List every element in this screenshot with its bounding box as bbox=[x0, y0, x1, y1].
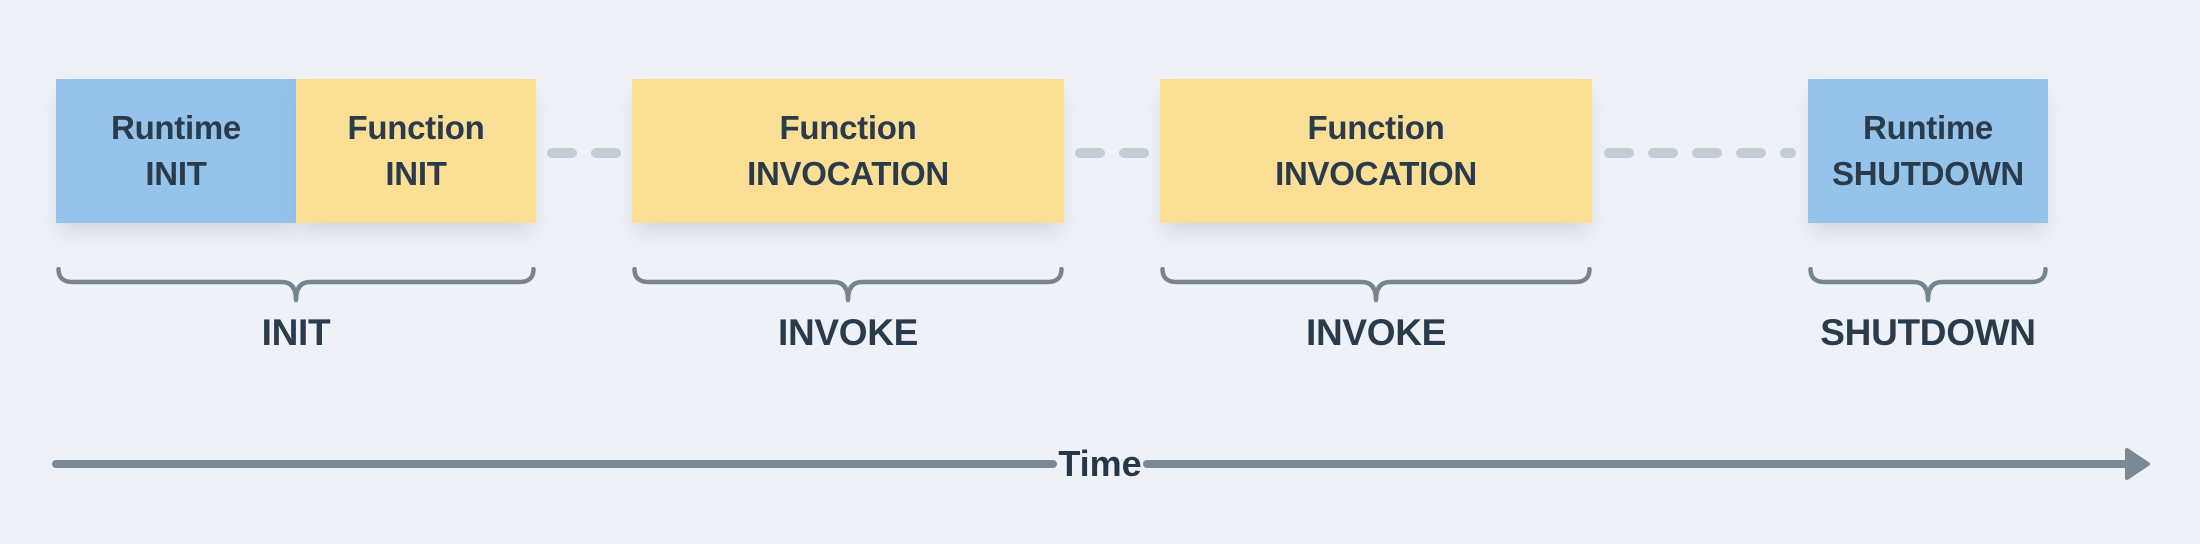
dash-segment bbox=[1075, 148, 1105, 158]
dashed-connector bbox=[536, 148, 632, 158]
function-init-block: Function INIT bbox=[296, 79, 536, 223]
dash-segment bbox=[1780, 148, 1796, 158]
dashed-connector bbox=[1064, 148, 1160, 158]
time-axis-arrow-icon bbox=[52, 448, 2150, 480]
phase-blocks: Function INVOCATION bbox=[1160, 79, 1592, 223]
dash-segment bbox=[1692, 148, 1722, 158]
dash-segment bbox=[591, 148, 621, 158]
function-invocation-block: Function INVOCATION bbox=[1160, 79, 1592, 223]
phase-label-invoke: INVOKE bbox=[1305, 312, 1447, 353]
phase-group-invoke-2: Function INVOCATION INVOKE bbox=[1160, 79, 1592, 369]
phase-label-init: INIT bbox=[261, 312, 331, 353]
block-label-line1: Function bbox=[1307, 109, 1445, 146]
brace-icon bbox=[56, 267, 536, 303]
time-axis-label: Time bbox=[1058, 443, 1142, 484]
dash-segment bbox=[1604, 148, 1634, 158]
brace-icon bbox=[632, 267, 1064, 303]
phase-group-shutdown: Runtime SHUTDOWN SHUTDOWN bbox=[1808, 79, 2048, 369]
function-invocation-block: Function INVOCATION bbox=[632, 79, 1064, 223]
dash-segment bbox=[1648, 148, 1678, 158]
dash-segment bbox=[1736, 148, 1766, 158]
phase-blocks: Runtime SHUTDOWN bbox=[1808, 79, 2048, 223]
phase-label-shutdown: SHUTDOWN bbox=[1820, 312, 2036, 353]
block-label-line1: Runtime bbox=[111, 109, 241, 146]
block-label-line1: Function bbox=[347, 109, 485, 146]
block-label-line2: INIT bbox=[145, 155, 207, 192]
brace-icon bbox=[1160, 267, 1592, 303]
phase-blocks: Function INVOCATION bbox=[632, 79, 1064, 223]
block-label-line2: INIT bbox=[385, 155, 447, 192]
phase-group-invoke-1: Function INVOCATION INVOKE bbox=[632, 79, 1064, 369]
phase-blocks: Runtime INIT Function INIT bbox=[56, 79, 536, 223]
block-label-line2: SHUTDOWN bbox=[1832, 155, 2024, 192]
dash-segment bbox=[547, 148, 577, 158]
phase-label-invoke: INVOKE bbox=[777, 312, 919, 353]
runtime-init-block: Runtime INIT bbox=[56, 79, 296, 223]
block-label-line1: Runtime bbox=[1863, 109, 1993, 146]
phase-group-init: Runtime INIT Function INIT INIT bbox=[56, 79, 536, 369]
runtime-shutdown-block: Runtime SHUTDOWN bbox=[1808, 79, 2048, 223]
brace-icon bbox=[1808, 267, 2048, 303]
block-label-line2: INVOCATION bbox=[747, 155, 949, 192]
dashed-connector bbox=[1592, 148, 1808, 158]
dash-segment bbox=[1119, 148, 1149, 158]
block-label-line2: INVOCATION bbox=[1275, 155, 1477, 192]
block-label-line1: Function bbox=[779, 109, 917, 146]
